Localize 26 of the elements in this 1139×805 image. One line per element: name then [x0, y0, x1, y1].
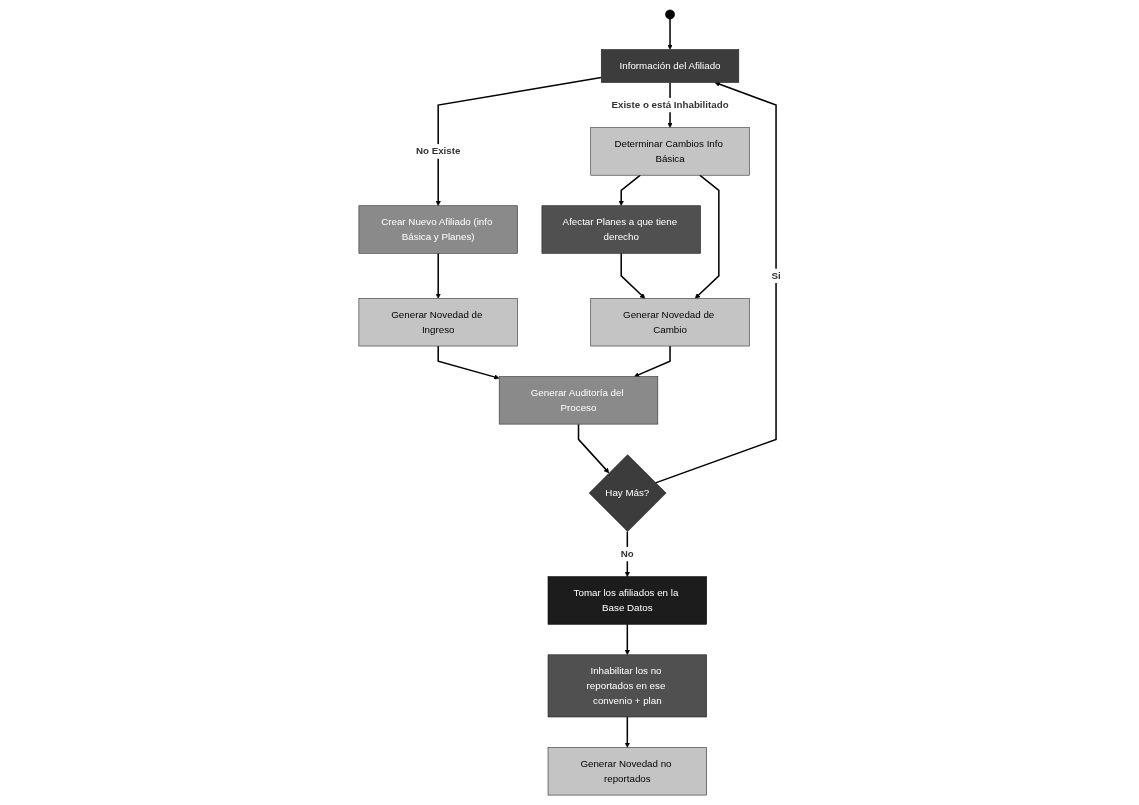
arrow: [437, 345, 500, 380]
node-box: Generar Auditoría del Proceso: [498, 376, 658, 425]
edge-label: Si: [771, 270, 781, 281]
arrow: [435, 252, 441, 299]
arrow: [694, 174, 720, 299]
node-box: Información del Afiliado: [600, 49, 739, 83]
edge-label: No: [620, 548, 634, 559]
node-box: Generar Novedad de Ingreso: [358, 298, 518, 347]
node-box: Generar Novedad no reportados: [547, 747, 707, 796]
arrow: [618, 174, 641, 206]
edge-label: Existe o está Inhabilitado: [611, 99, 729, 110]
arrow: [633, 345, 671, 378]
arrow: [667, 18, 673, 50]
arrow: [624, 623, 630, 656]
edge-label: No Existe: [415, 145, 461, 157]
node-box: Generar Novedad de Cambio: [590, 298, 750, 347]
node-box: Inhabilitar los no reportados en ese convenio + plan: [547, 654, 707, 718]
node-box: Tomar los afiliados en la Base Datos: [547, 576, 707, 625]
node-box: Determinar Cambios Info Básica: [590, 127, 750, 176]
node-box: Afectar Planes a que tiene derecho: [541, 205, 701, 254]
arrow: [435, 76, 602, 206]
node-box: Crear Nuevo Afiliado (info Básica y Planes): [358, 205, 518, 254]
node-diamond: Hay Más?: [588, 454, 667, 532]
arrow: [624, 716, 630, 748]
arrow: [577, 423, 609, 474]
arrow: [620, 252, 645, 299]
